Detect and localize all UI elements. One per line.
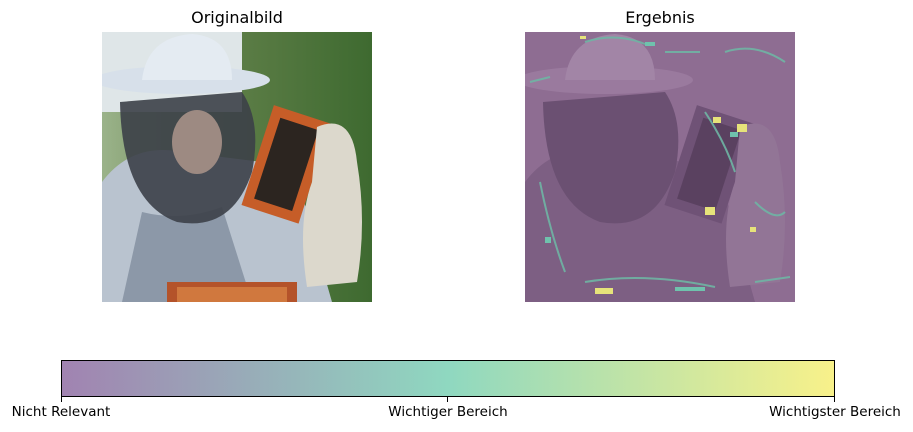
colorbar <box>61 360 835 397</box>
colorbar-label-low: Nicht Relevant <box>11 404 111 420</box>
colorbar-tick-high <box>834 397 835 402</box>
result-heatmap-image <box>525 32 795 302</box>
original-image <box>102 32 372 302</box>
original-image-title: Originalbild <box>191 8 283 27</box>
colorbar-label-high: Wichtigster Bereich <box>769 404 901 420</box>
colorbar-label-mid: Wichtiger Bereich <box>388 404 508 420</box>
colorbar-tick-mid <box>447 397 448 402</box>
result-image-title: Ergebnis <box>625 8 695 27</box>
colorbar-tick-low <box>61 397 62 402</box>
